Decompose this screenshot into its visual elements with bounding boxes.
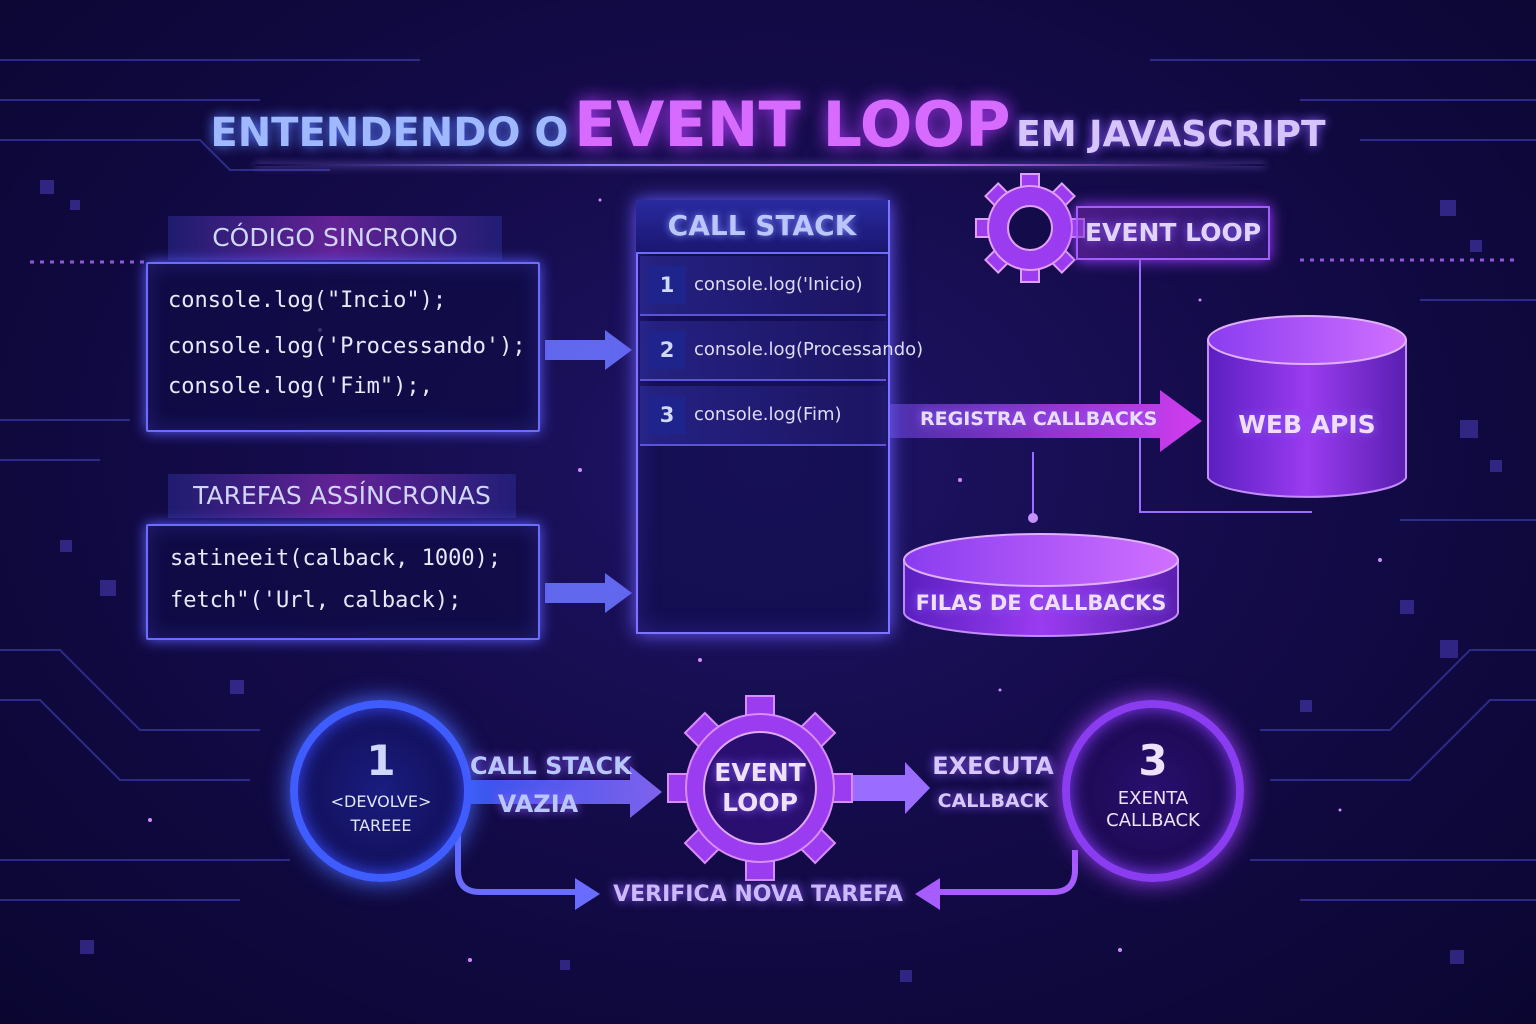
step-3-line2: CALLBACK — [1106, 810, 1200, 831]
call-stack-title: CALL STACK — [636, 200, 888, 254]
sync-code-line-2: console.log('Processando'); — [168, 334, 526, 359]
sync-code-line-1: console.log("Incio"); — [168, 288, 447, 313]
call-stack-row: 3 console.log(Fim) — [640, 386, 886, 446]
check-new-task-label: VERIFICA NOVA TAREFA — [613, 882, 903, 907]
callback-queue-label: FILAS DE CALLBACKS — [915, 591, 1167, 615]
async-code-line-1: satineeit(calback, 1000); — [170, 546, 502, 571]
title-divider — [255, 164, 1265, 166]
call-stack-row: 2 console.log(Processando) — [640, 321, 923, 381]
event-loop-gear-line1: EVENT — [714, 758, 806, 787]
row-text: console.log(Processando) — [694, 339, 924, 360]
event-loop-gear-line2: LOOP — [722, 788, 798, 817]
web-apis-label: WEB APIS — [1238, 410, 1376, 439]
async-tasks-label: TAREFAS ASSÍNCRONAS — [168, 474, 516, 518]
title-part3: EM JAVASCRIPT — [1016, 114, 1326, 155]
title-part1: ENTENDENDO O — [210, 110, 569, 156]
execute-line1: EXECUTA — [932, 752, 1054, 780]
event-loop-label: EVENT LOOP — [1076, 206, 1270, 260]
step-1-circle: 1 <DEVOLVE> TAREEE — [290, 700, 472, 882]
step-1-number: 1 — [366, 736, 396, 785]
sync-code-line-3: console.log('Fim");, — [168, 374, 433, 399]
step-3-circle: 3 EXENTA CALLBACK — [1062, 700, 1244, 882]
step-1-line1: <DEVOLVE> — [330, 792, 432, 811]
row-number: 2 — [648, 331, 686, 369]
row-number: 3 — [648, 396, 686, 434]
row-text: console.log(Fim) — [694, 404, 842, 425]
async-code-line-2: fetch"('Url, calback); — [170, 588, 462, 613]
empty-stack-line2: VAZIA — [497, 790, 579, 818]
step-3-number: 3 — [1138, 736, 1168, 785]
step-1-line2: TAREEE — [350, 816, 412, 835]
row-text: console.log('Inicio) — [694, 274, 863, 295]
register-callbacks-label: REGISTRA CALLBACKS — [920, 408, 1158, 430]
execute-line2: CALLBACK — [937, 790, 1049, 812]
empty-stack-line1: CALL STACK — [470, 752, 632, 780]
row-number: 1 — [648, 266, 686, 304]
title-part2: EVENT LOOP — [573, 88, 1011, 161]
call-stack-row: 1 console.log('Inicio) — [640, 256, 886, 316]
async-code-box: satineeit(calback, 1000); fetch"('Url, c… — [146, 524, 540, 640]
sync-code-label: CÓDIGO SINCRONO — [168, 216, 502, 260]
page-title: ENTENDENDO O EVENT LOOP EM JAVASCRIPT — [0, 88, 1536, 161]
sync-code-box: console.log("Incio"); console.log('Proce… — [146, 262, 540, 432]
step-3-line1: EXENTA — [1117, 788, 1189, 809]
